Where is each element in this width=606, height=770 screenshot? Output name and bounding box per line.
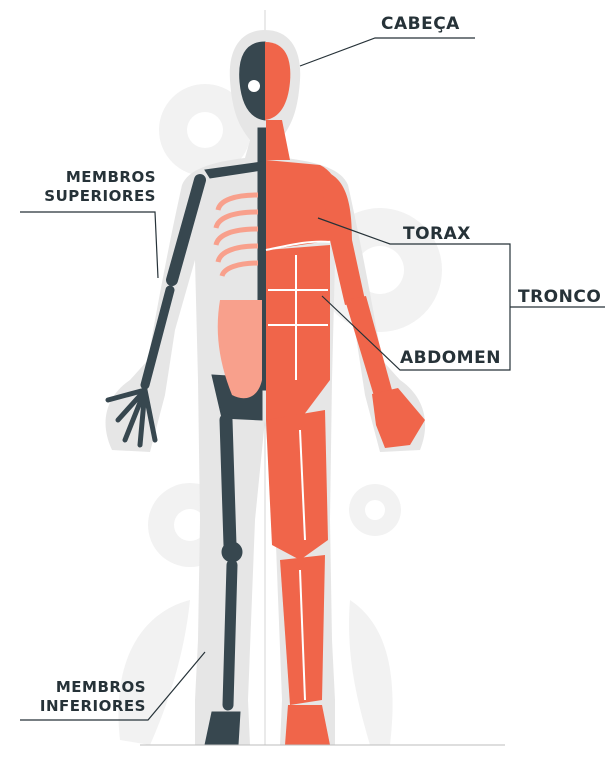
label-abdomen: ABDOMEN bbox=[400, 348, 501, 368]
label-tronco: TRONCO bbox=[518, 287, 601, 307]
label-membros-superiores: MEMBROS SUPERIORES bbox=[22, 168, 156, 206]
tronco-bracket bbox=[505, 244, 605, 370]
label-torax: TORAX bbox=[403, 224, 471, 244]
thigh-muscle bbox=[266, 410, 328, 560]
label-membros-inferiores-line2: INFERIORES bbox=[22, 697, 146, 716]
musculature bbox=[265, 42, 425, 745]
femur bbox=[226, 420, 230, 545]
leader-cabeca bbox=[300, 38, 475, 66]
tibia bbox=[228, 565, 232, 705]
leader-membros-superiores bbox=[20, 212, 158, 278]
label-cabeca: CABEÇA bbox=[381, 14, 460, 34]
label-membros-superiores-line1: MEMBROS bbox=[22, 168, 156, 187]
label-membros-inferiores: MEMBROS INFERIORES bbox=[22, 678, 146, 716]
label-membros-superiores-line2: SUPERIORES bbox=[22, 187, 156, 206]
label-membros-inferiores-line1: MEMBROS bbox=[22, 678, 146, 697]
leaf-icon bbox=[349, 600, 393, 745]
leaf-icon bbox=[118, 600, 190, 745]
